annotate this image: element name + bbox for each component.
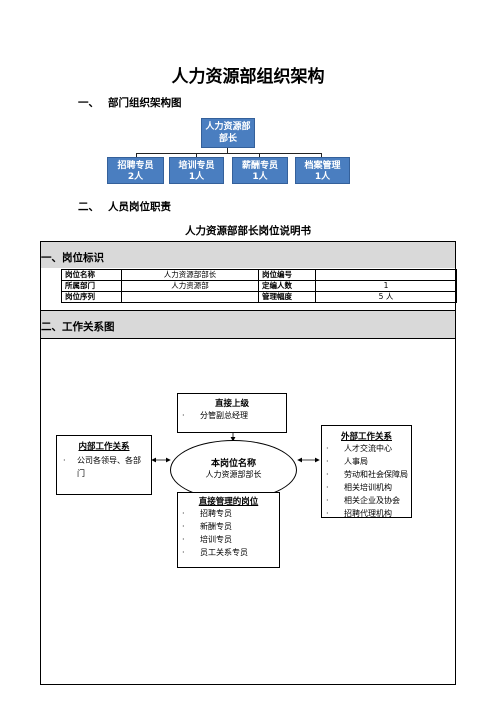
bullet: · — [326, 457, 329, 466]
external-title: 外部工作关系 — [340, 432, 392, 442]
position-title: 本岗位名称 — [210, 459, 256, 469]
bullet: · — [63, 456, 66, 465]
connector — [136, 153, 321, 154]
item-text: 招聘专员 — [200, 509, 232, 518]
table-label: 所属部门 — [61, 280, 122, 292]
table-value: 人力资源部 — [121, 280, 259, 292]
list-item: · 培训专员 — [178, 533, 279, 546]
bullet: · — [326, 470, 329, 479]
section-text: 部门组织架构图 — [108, 97, 182, 109]
connector — [259, 153, 260, 157]
section-number: 二、 — [78, 201, 99, 213]
table-value: 5 人 — [315, 291, 457, 303]
item-text: 分管副总经理 — [200, 411, 248, 420]
table-label: 定编人数 — [258, 280, 316, 292]
position-subtitle: 人力资源部部长 — [205, 470, 262, 479]
list-item: · 人才交流中心 — [322, 442, 411, 455]
org-box-name: 档案管理 — [304, 161, 341, 171]
superior-title: 直接上级 — [214, 399, 249, 409]
section-text: 人员岗位职责 — [108, 201, 171, 213]
table-value — [121, 291, 259, 303]
external-relations-box: 外部工作关系 · 人才交流中心 · 人事局 · 劳动和社会保障局 · 相关培训机构 · 相… — [321, 425, 412, 518]
org-box-recruit: 招聘专员 2人 — [107, 157, 164, 184]
part-heading-identity: 一、岗位标识 — [41, 252, 104, 264]
table-row: 岗位序列 管理幅度 5 人 — [61, 291, 457, 303]
job-description-title: 人力资源部部长岗位说明书 — [185, 225, 311, 237]
item-text: 新酬专员 — [200, 522, 232, 531]
connector — [227, 148, 228, 153]
section-heading-org: 一、部门组织架构图 — [78, 95, 182, 110]
section-heading-duties: 二、人员岗位职责 — [78, 199, 171, 214]
bullet: · — [326, 496, 329, 505]
connector — [136, 153, 137, 157]
org-box-name: 薪酬专员 — [241, 161, 278, 171]
connector — [321, 153, 322, 157]
internal-relations-box: 内部工作关系 · 公司各领导、各部门 — [56, 435, 152, 495]
table-value — [315, 269, 457, 281]
table-row: 岗位名称 人力资源部部长 岗位编号 — [61, 269, 457, 281]
position-info-table: 岗位名称 人力资源部部长 岗位编号 所属部门 人力资源部 定编人数 1 岗位序列… — [61, 269, 457, 303]
org-box-training: 培训专员 1人 — [169, 157, 224, 184]
item-text: 培训专员 — [200, 535, 232, 544]
org-box-count: 1人 — [252, 172, 268, 182]
org-head-line1: 人力资源部 — [205, 122, 251, 132]
item-text: 人才交流中心 — [344, 444, 392, 453]
bullet: · — [326, 444, 329, 453]
list-item: · 分管副总经理 — [178, 409, 286, 422]
org-box-count: 1人 — [188, 172, 205, 182]
table-row: 所属部门 人力资源部 定编人数 1 — [61, 280, 457, 292]
subordinates-box: 直接管理的岗位 · 招聘专员 · 新酬专员 · 培训专员 · 员工关系专员 — [177, 492, 280, 568]
job-description-frame — [40, 241, 456, 685]
list-item: · 公司各领导、各部门 — [57, 454, 151, 480]
org-box-name: 招聘专员 — [117, 161, 154, 171]
header-bar — [41, 310, 455, 339]
item-text: 相关企业及协会 — [344, 496, 400, 505]
list-item: · 新酬专员 — [178, 520, 279, 533]
bullet: · — [182, 548, 185, 557]
divider — [41, 338, 455, 339]
list-item: · 招聘代理机构 — [322, 507, 411, 520]
org-head-line2: 部长 — [218, 134, 237, 144]
bullet: · — [182, 411, 185, 420]
page-title: 人力资源部组织架构 — [171, 67, 325, 87]
table-value: 1 — [315, 280, 457, 292]
bullet: · — [326, 483, 329, 492]
bullet: · — [182, 522, 185, 531]
list-item: · 相关培训机构 — [322, 481, 411, 494]
table-label: 岗位序列 — [61, 291, 122, 303]
table-label: 岗位名称 — [61, 269, 122, 281]
org-box-head: 人力资源部 部长 — [201, 118, 255, 148]
list-item: · 相关企业及协会 — [322, 494, 411, 507]
item-text: 相关培训机构 — [344, 483, 392, 492]
table-label: 岗位编号 — [258, 269, 316, 281]
bullet: · — [326, 509, 329, 518]
org-box-archives: 档案管理 1人 — [295, 157, 350, 184]
superior-box: 直接上级 · 分管副总经理 — [177, 393, 287, 433]
list-item: · 招聘专员 — [178, 507, 279, 520]
item-text: 员工关系专员 — [200, 548, 248, 557]
list-item: · 员工关系专员 — [178, 546, 279, 559]
item-text: 人事局 — [344, 457, 368, 466]
table-label: 管理幅度 — [258, 291, 316, 303]
list-item: · 人事局 — [322, 455, 411, 468]
org-box-count: 1人 — [314, 172, 331, 182]
connector — [196, 153, 197, 157]
section-number: 一、 — [78, 97, 99, 109]
header-bar — [41, 242, 455, 268]
org-box-name: 培训专员 — [178, 161, 215, 171]
org-box-compensation: 薪酬专员 1人 — [232, 157, 288, 184]
current-position-ellipse: 本岗位名称 人力资源部部长 — [170, 440, 297, 500]
bullet: · — [182, 509, 185, 518]
part-heading-relations: 二、工作关系图 — [41, 321, 115, 333]
item-text: 劳动和社会保障局 — [344, 470, 408, 479]
item-text: 招聘代理机构 — [344, 509, 392, 518]
bullet: · — [182, 535, 185, 544]
org-box-count: 2人 — [127, 172, 144, 182]
list-item: · 劳动和社会保障局 — [322, 468, 411, 481]
item-text: 公司各领导、各部门 — [77, 456, 141, 478]
subordinates-title: 直接管理的岗位 — [198, 497, 259, 507]
internal-title: 内部工作关系 — [78, 442, 130, 452]
table-value: 人力资源部部长 — [121, 269, 259, 281]
